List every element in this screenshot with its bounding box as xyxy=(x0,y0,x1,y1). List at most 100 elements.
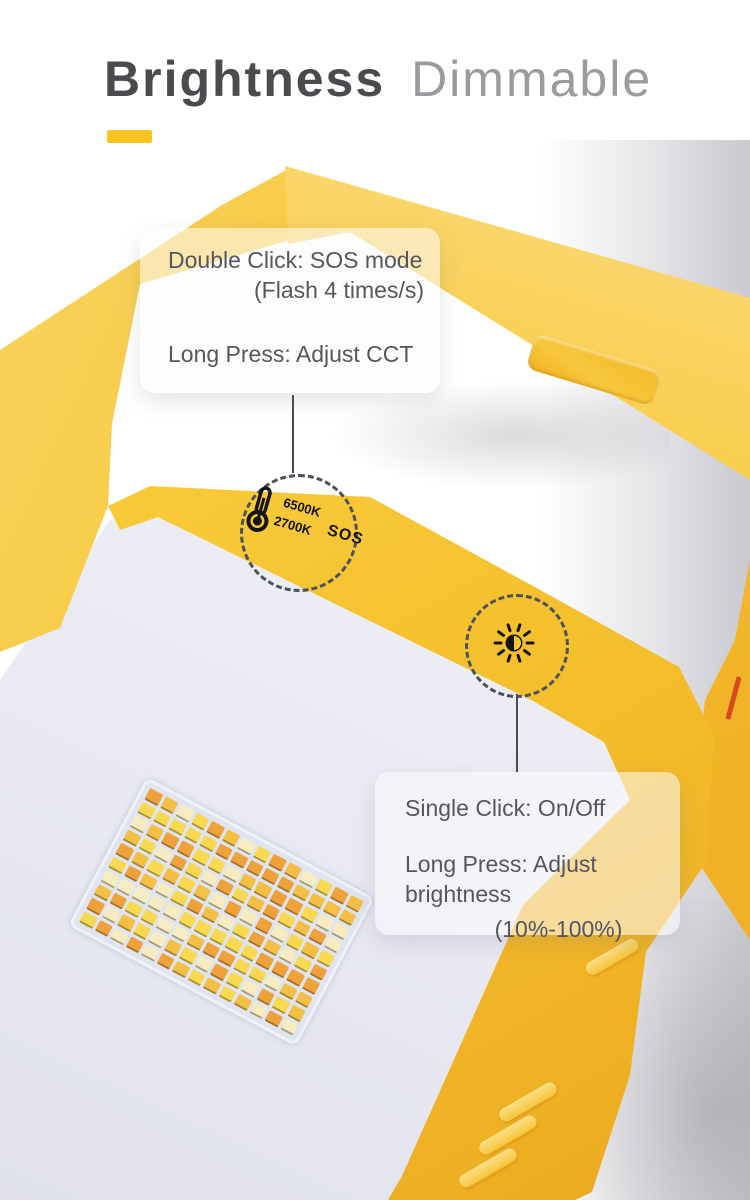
led-chip xyxy=(156,952,175,970)
led-chip xyxy=(285,932,304,951)
led-chip xyxy=(191,848,211,866)
led-chip xyxy=(178,911,197,929)
title-primary: Brightness xyxy=(104,51,386,107)
led-chip xyxy=(190,812,210,831)
led-chip xyxy=(145,823,165,842)
led-chip xyxy=(284,897,304,916)
led-chip xyxy=(115,842,135,861)
title-secondary: Dimmable xyxy=(411,51,653,107)
led-chip xyxy=(224,935,244,954)
callout-cct: Double Click: SOS mode (Flash 4 times/s)… xyxy=(140,228,440,393)
led-chip xyxy=(345,894,364,913)
led-chip xyxy=(301,976,321,995)
led-chip xyxy=(268,889,288,907)
led-chip xyxy=(109,927,129,946)
led-chip xyxy=(264,1009,284,1028)
led-chip xyxy=(160,831,180,850)
led-chip xyxy=(279,1017,299,1036)
led-chip xyxy=(270,960,290,979)
led-chip xyxy=(130,850,150,869)
led-chip xyxy=(208,927,228,946)
led-chip xyxy=(254,916,274,935)
led-chip xyxy=(223,900,243,918)
led-chip xyxy=(221,828,241,847)
led-chip xyxy=(269,924,289,943)
led-chip xyxy=(300,941,320,959)
led-chip xyxy=(287,1004,306,1022)
led-chip xyxy=(175,804,195,823)
led-chip xyxy=(116,878,135,896)
led-chip xyxy=(314,878,334,897)
led-chip xyxy=(140,943,160,962)
led-chip xyxy=(252,845,272,864)
led-chip xyxy=(218,984,237,1003)
led-chip xyxy=(129,815,149,834)
led-chip xyxy=(209,963,229,981)
led-chip xyxy=(315,913,334,932)
cct-button-highlight xyxy=(240,474,358,592)
led-chip xyxy=(233,993,253,1011)
led-chip xyxy=(148,930,167,949)
led-chip xyxy=(171,960,191,979)
led-chip xyxy=(94,919,114,938)
callout-line: Double Click: SOS mode xyxy=(168,247,423,273)
led-chip xyxy=(240,979,260,998)
brightness-icon xyxy=(493,623,535,663)
led-chip xyxy=(194,954,214,973)
led-chip xyxy=(147,894,166,913)
led-chip xyxy=(237,837,256,855)
led-chip xyxy=(330,921,350,940)
callout-line: Long Press: Adjust brightness xyxy=(405,850,597,907)
led-chip xyxy=(101,905,121,924)
leader-line-power xyxy=(516,694,518,772)
led-chip xyxy=(208,891,227,910)
background-shadow-under-handle xyxy=(330,380,670,490)
callout-line: (10%-100%) xyxy=(494,915,623,942)
led-chip xyxy=(286,968,305,987)
led-chip xyxy=(86,897,105,916)
leader-line-cct xyxy=(292,395,294,473)
led-chip xyxy=(299,905,319,924)
led-chip xyxy=(187,968,206,987)
led-chip xyxy=(162,902,182,921)
led-chip xyxy=(222,864,242,883)
led-chip xyxy=(271,995,291,1014)
led-chip xyxy=(178,946,198,965)
sos-label: SOS xyxy=(325,522,366,549)
led-chip xyxy=(161,867,181,886)
led-chip xyxy=(163,938,183,957)
led-chip xyxy=(255,952,274,970)
led-chip xyxy=(159,796,179,814)
led-chip xyxy=(207,856,226,875)
callout-power: Single Click: On/Off Long Press: Adjust … xyxy=(375,772,680,942)
led-chip xyxy=(206,820,225,839)
led-chip xyxy=(202,976,222,995)
led-chip xyxy=(117,913,136,932)
led-chip xyxy=(238,908,258,927)
led-chip xyxy=(316,949,335,968)
led-chip xyxy=(144,787,164,806)
led-chip xyxy=(239,943,259,962)
led-chip xyxy=(78,910,98,929)
led-chip xyxy=(125,935,144,954)
led-chip xyxy=(238,872,257,891)
led-chip xyxy=(131,886,151,905)
led-chip xyxy=(268,853,287,872)
thermometer-icon xyxy=(246,486,272,533)
led-chip xyxy=(256,987,275,1006)
led-chip xyxy=(100,869,120,888)
led-chip xyxy=(192,883,212,902)
led-chip xyxy=(146,858,165,877)
led-chip xyxy=(298,869,318,888)
led-chip xyxy=(132,921,152,940)
led-chip xyxy=(177,875,196,894)
led-chip xyxy=(225,971,244,990)
callout-line: Single Click: On/Off xyxy=(405,795,606,821)
callout-line: (Flash 4 times/s) xyxy=(254,276,424,303)
led-chip xyxy=(176,839,195,858)
page-title: Brightness Dimmable xyxy=(104,50,652,108)
led-chip xyxy=(253,880,273,899)
callout-line: Long Press: Adjust CCT xyxy=(168,340,414,367)
led-chip xyxy=(329,886,349,905)
led-chip xyxy=(283,861,303,880)
